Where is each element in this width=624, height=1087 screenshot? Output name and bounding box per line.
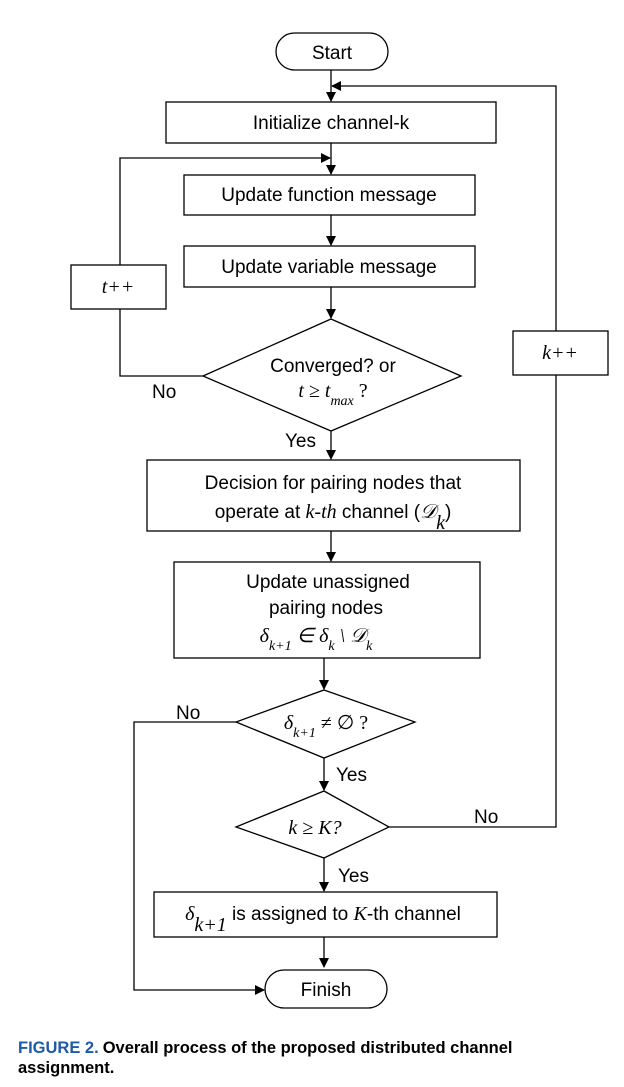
arrow-no-to-finish [133, 721, 265, 995]
init-node: Initialize channel-k [165, 101, 497, 144]
converged-decision: Converged? or t ≥ tmax ? [201, 318, 463, 432]
kcheck-decision: k ≥ K? [234, 790, 391, 859]
converged-line1: Converged? or [270, 356, 396, 377]
kcheck-label: k ≥ K? [288, 817, 341, 839]
decision-node: Decision for pairing nodes that operate … [146, 459, 521, 534]
decision-line1: Decision for pairing nodes that [205, 473, 462, 494]
init-label: Initialize channel-k [253, 113, 410, 134]
edge-label-no-kcheck: No [474, 807, 498, 828]
update-unassigned-node: Update unassigned pairing nodes δk+1 ∈ δ… [173, 561, 481, 659]
edge-label-yes-kcheck: Yes [338, 866, 369, 887]
figure-label: FIGURE 2. [18, 1039, 99, 1057]
edge-label-no-nonempty: No [176, 703, 200, 724]
decision-line2: operate at k-th channel (𝒟k) [215, 501, 452, 534]
loop-k-increment [331, 81, 557, 828]
k-increment-label: k++ [542, 342, 578, 364]
figure-caption: FIGURE 2.Overall process of the proposed… [18, 1038, 608, 1078]
edge-label-yes-converged: Yes [285, 431, 316, 452]
update-function-node: Update function message [183, 174, 476, 216]
nonempty-label: δk+1 ≠ ∅ ? [284, 712, 368, 741]
edge-label-yes-nonempty: Yes [336, 765, 367, 786]
finish-node: Finish [264, 969, 388, 1009]
converged-condition: t ≥ tmax ? [298, 380, 367, 409]
update-unassigned-line2: pairing nodes [269, 598, 383, 619]
assigned-node: δk+1 is assigned to K-th channel [153, 891, 498, 938]
figure-caption-text: Overall process of the proposed distribu… [18, 1039, 513, 1077]
finish-label: Finish [301, 980, 352, 1001]
t-increment-node: t++ [70, 264, 167, 310]
start-node: Start [275, 32, 389, 71]
flowchart: Start Initialize channel-k Update functi… [70, 32, 609, 1009]
start-label: Start [312, 43, 353, 64]
update-function-label: Update function message [221, 185, 436, 206]
update-variable-node: Update variable message [183, 245, 476, 288]
nonempty-decision: δk+1 ≠ ∅ ? [234, 689, 417, 759]
t-increment-label: t++ [102, 276, 135, 298]
update-unassigned-formula: δk+1 ∈ δk \ 𝒟k [260, 625, 373, 654]
edge-label-no-converged: No [152, 382, 176, 403]
update-variable-label: Update variable message [221, 257, 436, 278]
k-increment-node: k++ [512, 330, 609, 376]
assigned-label: δk+1 is assigned to K-th channel [185, 903, 461, 936]
connectors [119, 70, 557, 995]
update-unassigned-line1: Update unassigned [246, 572, 410, 593]
